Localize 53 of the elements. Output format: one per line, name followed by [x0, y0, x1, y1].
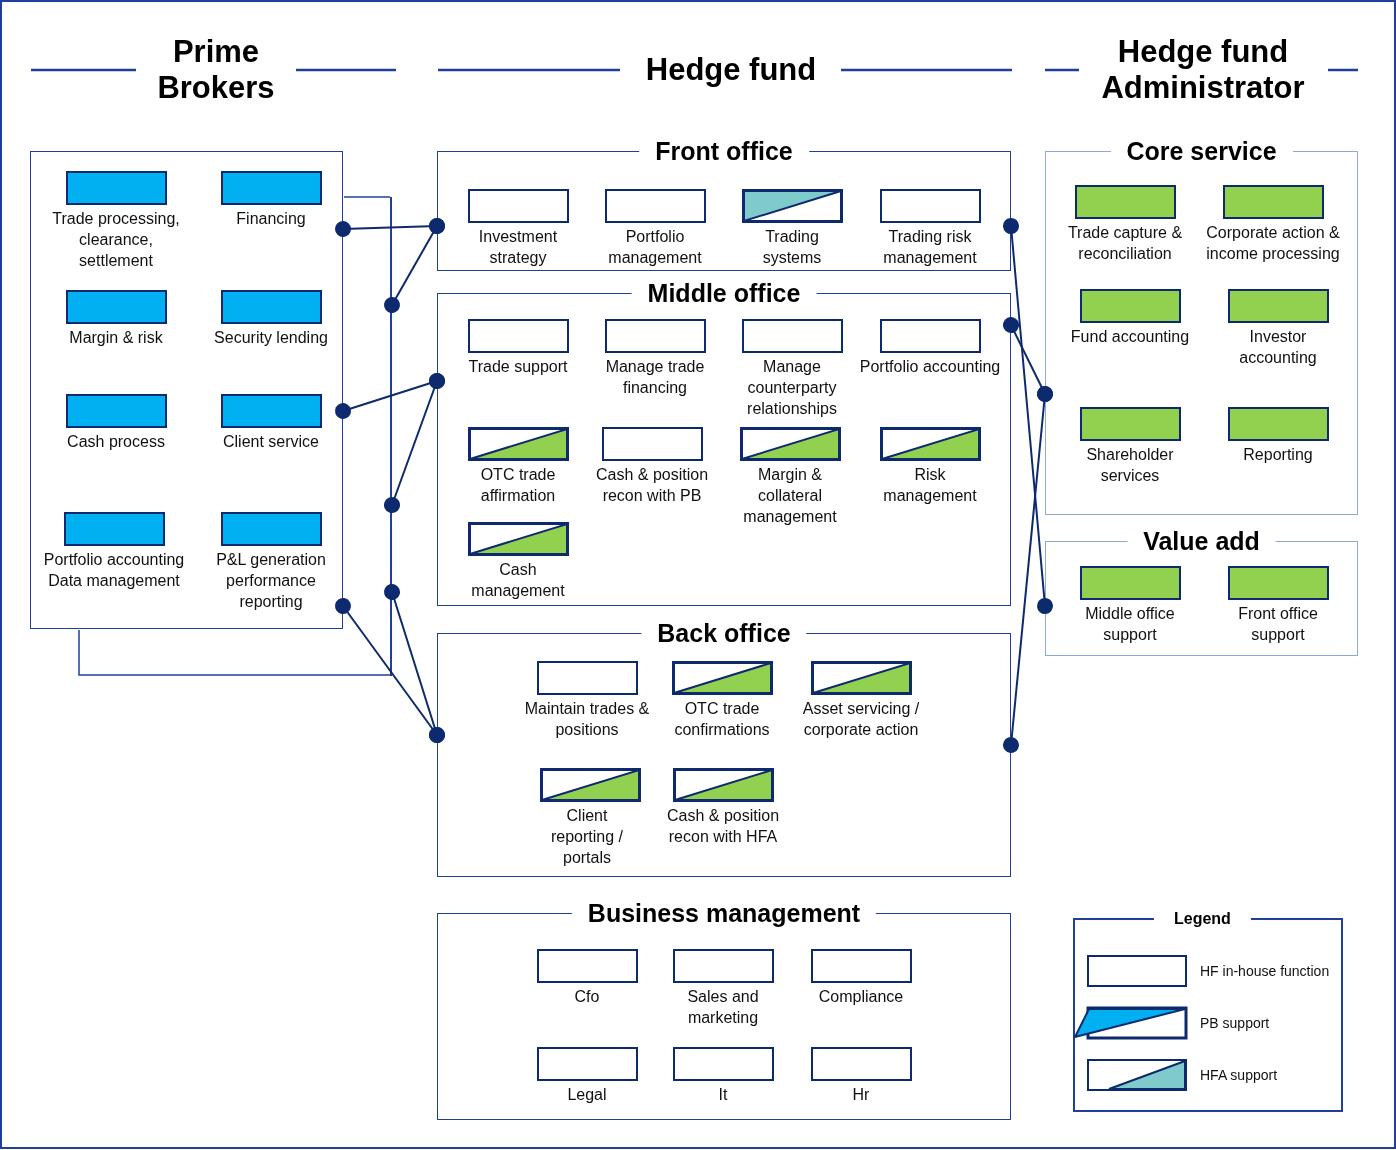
function-label: Cash management	[470, 560, 566, 601]
function-label: Reporting	[1242, 445, 1314, 465]
function-label: Investment strategy	[477, 227, 559, 268]
function-label: Client reporting / portals	[549, 806, 624, 868]
function-label: Trade support	[467, 357, 569, 377]
function-label: Cash & position recon with HFA	[665, 806, 781, 847]
function-label: Trading risk management	[882, 227, 978, 268]
connector-line	[384, 373, 445, 513]
function-label: Compliance	[817, 987, 905, 1007]
function-label: Hr	[851, 1085, 871, 1105]
function-label: Maintain trades & positions	[523, 699, 651, 740]
function-label: Financing	[235, 209, 307, 229]
connector-line	[335, 598, 445, 743]
function-label: Manage trade financing	[604, 357, 706, 398]
function-label: Trade processing, clearance, settlement	[51, 209, 181, 271]
section-panel	[30, 151, 343, 629]
function-label: Risk management	[882, 465, 978, 506]
function-label: Manage counterparty relationships	[746, 357, 838, 419]
function-label: Corporate action & income processing	[1205, 223, 1341, 264]
connector-line	[384, 584, 445, 743]
connector-line	[384, 218, 445, 313]
function-label: Cfo	[573, 987, 601, 1007]
function-label: Cash process	[66, 432, 166, 452]
function-label: Shareholder services	[1085, 445, 1175, 486]
function-label: Margin & collateral management	[742, 465, 838, 527]
function-label: OTC trade affirmation	[479, 465, 557, 506]
function-label: Investor accounting	[1238, 327, 1318, 368]
function-label: It	[717, 1085, 729, 1105]
function-label: Portfolio accounting Data management	[42, 550, 186, 591]
legend-label: HF in-house function	[1200, 962, 1330, 980]
function-label: Client service	[222, 432, 320, 452]
function-label: Security lending	[213, 328, 329, 348]
function-label: Margin & risk	[68, 328, 164, 348]
function-label: Portfolio accounting	[858, 357, 1002, 377]
function-label: OTC trade confirmations	[673, 699, 771, 740]
connector-line	[1003, 386, 1053, 753]
connector-bar	[390, 197, 392, 676]
legend-label: HFA support	[1200, 1066, 1278, 1084]
legend-title: Legend	[1154, 909, 1251, 929]
function-label: Trading systems	[761, 227, 823, 268]
function-label: Cash & position recon with PB	[594, 465, 710, 506]
connector-line	[1003, 317, 1053, 402]
function-label: Legal	[566, 1085, 608, 1105]
function-label: Sales and marketing	[686, 987, 760, 1028]
function-label: Middle office support	[1084, 604, 1176, 645]
legend-label: PB support	[1200, 1014, 1270, 1032]
connector-line	[1003, 218, 1053, 614]
function-label: Front office support	[1237, 604, 1319, 645]
function-label: Portfolio management	[607, 227, 703, 268]
function-label: P&L generation performance reporting	[215, 550, 327, 612]
function-label: Asset servicing / corporate action	[801, 699, 921, 740]
function-label: Trade capture & reconciliation	[1066, 223, 1184, 264]
function-label: Fund accounting	[1069, 327, 1191, 347]
